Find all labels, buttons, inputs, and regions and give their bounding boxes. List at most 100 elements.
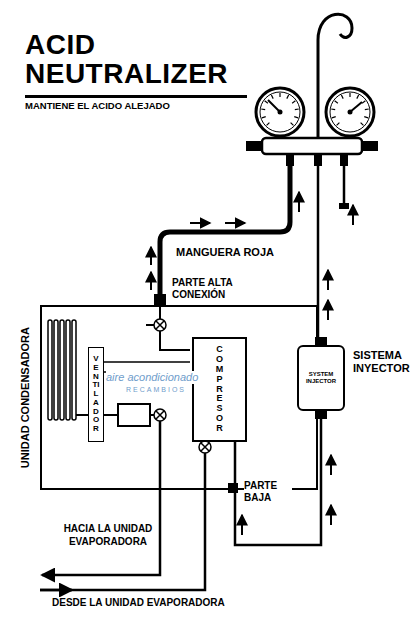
pressure-gauge [348,110,353,115]
high-side-valve [159,306,161,319]
manifold-body [314,154,322,166]
injector-heading: SISTEMA INYECTOR [353,349,415,374]
manifold-body [340,154,348,166]
suction-line [199,441,211,453]
condensing-unit-box: UNIDAD CONDENSADORAVENTILADORCOMPRESOR [40,305,318,490]
subtitle: MANTIENE EL ACIDO ALEJADO [25,100,170,111]
label-slot: HACIA LA UNIDAD EVAPORADORA [62,523,154,548]
label-slot: aire acondicionado [106,371,198,384]
label-slot: PARTE BAJA [244,480,292,504]
gauge-ticks [294,117,298,118]
flow-arrow [150,247,152,265]
title-rule [25,95,247,98]
gauge-ticks [265,101,268,103]
condenser-coil [48,320,76,420]
fan-duct [102,361,190,363]
label-slot: PARTE ALTA CONEXIÓN [172,277,244,301]
gauge-ticks [332,117,336,118]
condenser-coil [54,320,58,420]
condenser-coil [72,320,76,420]
title-rule [25,95,247,98]
flow-arrow [298,192,300,212]
port-label: PARTE ALTA CONEXIÓN [172,277,244,301]
gauge-ticks [267,123,270,126]
manifold-body [246,138,378,166]
filter-drier [154,409,166,421]
title-text: ACID NEUTRALIZER [25,30,265,89]
gauge-ticks [362,101,365,103]
condenser-coil [60,320,64,420]
injector-hose [339,203,349,209]
gauge-ticks [279,93,280,97]
pipe-label: DESDE LA UNIDAD EVAPORADORA [52,597,225,609]
pipe-label: HACIA LA UNIDAD EVAPORADORA [62,523,154,548]
suction-line [40,440,211,590]
pressure-gauge [330,92,370,132]
pressure-gauge [260,92,300,132]
compressor-box: COMPRESOR [192,337,247,442]
flow-arrow [150,272,152,290]
flow-arrow [327,300,329,320]
pressure-gauge [256,88,374,140]
pressure-gauge [268,100,280,112]
compressor-label: COMPRESOR [215,345,224,434]
hose-label: MANGUERA ROJA [176,246,274,259]
gauge-ticks [341,95,343,99]
filter-drier [156,411,164,419]
gauge-ticks [261,93,299,125]
high-side-valve [156,321,164,329]
manifold-body [286,154,294,166]
gauge-ticks [349,93,350,97]
high-side-valve [146,324,154,326]
pressure-gauge [256,88,304,136]
label-slot: RECAMBIOS [126,386,186,394]
gauge-ticks [271,95,273,99]
port-label: PARTE BAJA [244,480,292,504]
gauge-ticks [364,117,368,118]
gauge-ticks [357,95,359,99]
gauge-ticks [365,108,369,110]
manifold-body [362,141,378,151]
manifold-body [246,141,262,151]
gauge-ticks [261,108,265,110]
suction-line [40,453,205,590]
liquid-line [42,421,160,575]
pressure-gauge [326,88,374,136]
unit-heading: UNIDAD CONDENSADORA [19,327,32,468]
watermark: RECAMBIOS [126,386,186,394]
manifold-body [262,138,362,154]
flow-arrow [225,222,245,224]
flow-arrow [241,515,243,535]
low-side-connector [228,483,238,493]
fan-box: VENTILADOR [88,347,104,442]
suction-line [201,443,209,451]
gauge-ticks [361,123,364,126]
label-slot: MANGUERA ROJA [176,246,274,259]
flow-arrow [151,192,353,535]
title-slot: ACID NEUTRALIZER [25,30,265,89]
liquid-line [42,421,160,575]
gauge-ticks [262,117,266,118]
gauge-ticks [287,95,289,99]
high-side-valve [160,331,190,350]
flow-arrow [330,505,332,525]
watermark: aire acondicionado [106,371,198,384]
pressure-gauge [278,110,283,115]
label-slot: MANTIENE EL ACIDO ALEJADO [25,100,170,111]
gauge-ticks [295,108,299,110]
injector-logo: SYSTEM INJECTOR [301,371,341,384]
filter-drier [118,404,150,426]
flow-arrow [352,205,354,225]
gauge-ticks [335,101,338,103]
low-side-connector [228,483,238,493]
fan-label: VENTILADOR [92,355,100,434]
gauge-ticks [337,123,340,126]
gauge-ticks [291,123,294,126]
gauge-ticks [292,101,295,103]
gauge-ticks [331,108,335,110]
flow-arrow [327,270,329,290]
injector-hose [318,166,349,338]
flow-arrow [330,455,332,475]
condenser-coil [66,320,70,420]
